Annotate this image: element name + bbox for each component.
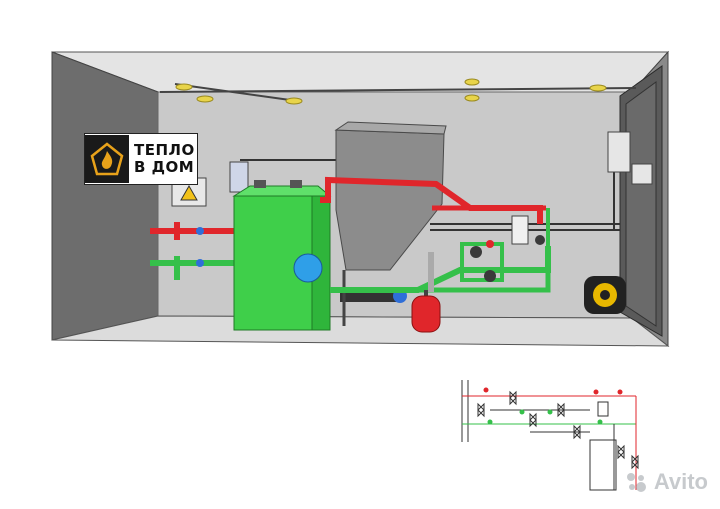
logo-line-1: ТЕПЛО <box>134 141 195 159</box>
piping-schematic <box>461 380 639 491</box>
ceiling <box>51 51 670 93</box>
watermark-brand: Avito <box>653 469 708 494</box>
expansion-tank <box>411 295 441 333</box>
ceiling-lamp <box>464 94 480 102</box>
avito-watermark: Avito <box>624 469 708 495</box>
avito-dots-icon <box>626 473 646 492</box>
company-logo: ТЕПЛО В ДОМ <box>84 133 198 185</box>
control-cabinet <box>607 131 631 173</box>
schematic-sensors <box>483 387 623 425</box>
controller-box <box>229 161 249 193</box>
ceiling-lamp <box>464 78 480 86</box>
ceiling-lamp <box>175 83 193 91</box>
left-wall <box>51 51 159 341</box>
warning-sign-icon <box>180 184 198 201</box>
boiler-door <box>293 253 323 283</box>
flame-house-logo-icon <box>85 135 129 183</box>
ceiling-lamp <box>196 95 214 103</box>
floor <box>51 315 670 347</box>
logo-line-2: В ДОМ <box>134 158 195 176</box>
ceiling-lamp <box>589 84 607 92</box>
ceiling-cable <box>159 87 637 93</box>
return-pipe <box>150 260 236 266</box>
ceiling-lamp <box>285 97 303 105</box>
supply-pipe <box>150 228 236 234</box>
water-heater <box>511 215 529 245</box>
